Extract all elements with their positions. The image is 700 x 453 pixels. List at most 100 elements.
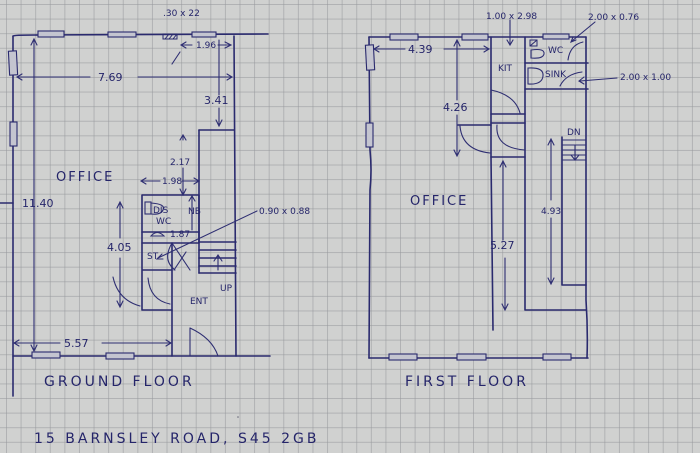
ff-toilet-icon xyxy=(530,48,545,59)
ff-dim-kitchen-leader xyxy=(506,19,514,47)
gf-dim-2-17-line xyxy=(179,133,187,197)
address-label: 15 BARNSLEY ROAD, S45 2GB xyxy=(34,431,319,447)
gf-dim-1-96-line xyxy=(179,41,233,49)
gf-dim-4-05-line xyxy=(116,200,124,309)
ff-stair-down-arrow-icon xyxy=(570,144,580,161)
gf-dim-nb: NB xyxy=(188,207,201,217)
ff-dim-sink-leader xyxy=(578,76,618,85)
gf-basin-icon xyxy=(149,231,166,237)
ff-window xyxy=(456,353,487,361)
gf-dim-nb-line xyxy=(188,194,196,231)
gf-window xyxy=(37,30,65,38)
gf-dis-label: DIS xyxy=(153,206,169,216)
gf-top-wall xyxy=(35,33,269,36)
ff-window xyxy=(389,33,419,41)
gf-dim-3-41: 3.41 xyxy=(204,94,229,107)
gf-dim-1-96: 1.96 xyxy=(196,41,216,51)
ff-kitchen-label: KIT xyxy=(498,64,513,74)
gf-entrance-label: ENT xyxy=(190,297,208,307)
gf-dim-1-87: 1.87 xyxy=(170,230,190,240)
gf-dim-1-98: 1.98 xyxy=(162,177,182,187)
ff-window xyxy=(388,353,418,361)
ff-window xyxy=(542,353,572,361)
ff-wc-door-swing xyxy=(567,41,584,61)
gf-small-window xyxy=(162,33,178,40)
gf-stairs-label: UP xyxy=(220,284,233,294)
gf-cupboard-door-swing xyxy=(147,277,171,305)
paper-speck xyxy=(237,416,239,418)
gf-window xyxy=(191,31,217,38)
ff-stairs-label: DN xyxy=(567,128,581,138)
ff-window xyxy=(461,33,489,41)
ff-dim-4-93-line xyxy=(547,137,555,286)
ff-sink-icon xyxy=(527,67,544,85)
gf-dim-5-57: 5.57 xyxy=(64,337,89,350)
ff-stair-outline xyxy=(561,136,587,286)
ff-wc-sink-walls xyxy=(524,62,589,90)
ff-stair-treads xyxy=(561,139,587,161)
ff-window xyxy=(364,44,376,71)
gf-title: GROUND FLOOR xyxy=(44,374,195,390)
gf-window xyxy=(107,31,137,38)
ff-title: FIRST FLOOR xyxy=(405,374,529,390)
gf-dim-7-69: 7.69 xyxy=(98,71,123,84)
ff-dim-4-26-line xyxy=(453,38,461,158)
gf-window xyxy=(31,351,61,359)
ff-window xyxy=(365,122,374,148)
ff-dim-4-93: 4.93 xyxy=(541,207,561,217)
gf-wc-label: WC xyxy=(156,217,171,227)
ff-dim-wc-leader xyxy=(570,21,596,43)
gf-right-wall xyxy=(233,35,237,357)
gf-stair-up-arrow-icon xyxy=(213,254,223,271)
ff-window xyxy=(542,33,570,40)
gf-dim-2-17: 2.17 xyxy=(170,158,190,168)
ff-dim-4-39: 4.39 xyxy=(408,43,433,56)
gf-office-label: OFFICE xyxy=(56,170,114,185)
ff-kitchen-door-swing xyxy=(490,89,521,114)
gf-window xyxy=(105,352,135,360)
ff-wc-label: WC xyxy=(548,46,563,56)
ff-dim-kitchen-size: 1.00 x 2.98 xyxy=(486,12,537,22)
gf-dis-wc-room xyxy=(141,194,200,244)
ff-office-label: OFFICE xyxy=(410,194,468,209)
gf-dim-1-98-line xyxy=(139,177,201,185)
ff-left-wall xyxy=(368,36,372,359)
ground-floor-plan: OFFICE DIS WC ST UP ENT .30 x 22 1.96 7.… xyxy=(0,9,310,397)
gf-dim-window-small: .30 x 22 xyxy=(163,9,200,19)
gf-dim-5-57-line xyxy=(12,339,173,347)
first-floor-plan: OFFICE KIT WC SINK DN 4.39 1.00 x 2.98 2… xyxy=(364,12,671,390)
gf-top-left-corner xyxy=(12,34,37,37)
gf-dim-store-leader xyxy=(155,210,258,260)
gf-dim-11-40: 11.40 xyxy=(22,197,54,210)
ff-small-window xyxy=(529,39,538,47)
gf-dim-store-size: 0.90 x 0.88 xyxy=(259,207,310,217)
ff-corridor-wall xyxy=(524,36,587,311)
ff-dim-4-39-line xyxy=(372,45,491,53)
gf-store-door-swing xyxy=(167,242,176,271)
ff-office-door-swing xyxy=(459,125,491,154)
gf-small-window-hatch xyxy=(164,33,178,40)
gf-dim-11-40-line xyxy=(30,37,38,353)
gf-toilet-bowl-icon xyxy=(150,202,165,215)
ff-sink-label: SINK xyxy=(545,70,567,80)
gf-dim-3-41-line xyxy=(215,39,223,128)
ff-kitchen-bottom xyxy=(490,113,526,124)
ff-cupboard-door-swing xyxy=(496,124,526,151)
gf-window xyxy=(7,50,19,76)
ff-dim-sink-size: 2.00 x 1.00 xyxy=(620,73,671,83)
gf-window xyxy=(9,121,18,147)
ff-dim-wc-size: 2.00 x 0.76 xyxy=(588,13,639,23)
gf-store-label: ST xyxy=(147,252,159,262)
gf-dim-leader xyxy=(171,51,181,65)
gf-wc-door-swing xyxy=(171,242,191,271)
gf-dim-7-69-line xyxy=(15,73,234,81)
gf-office-door-swing xyxy=(112,276,141,307)
ff-dim-5-27-line xyxy=(499,159,509,312)
ff-right-wall xyxy=(585,36,589,359)
ff-partition xyxy=(490,156,494,331)
ff-sink-door-swing xyxy=(559,71,583,87)
ff-dim-5-27: 5.27 xyxy=(490,239,515,252)
gf-entrance-door-swing xyxy=(189,327,219,357)
